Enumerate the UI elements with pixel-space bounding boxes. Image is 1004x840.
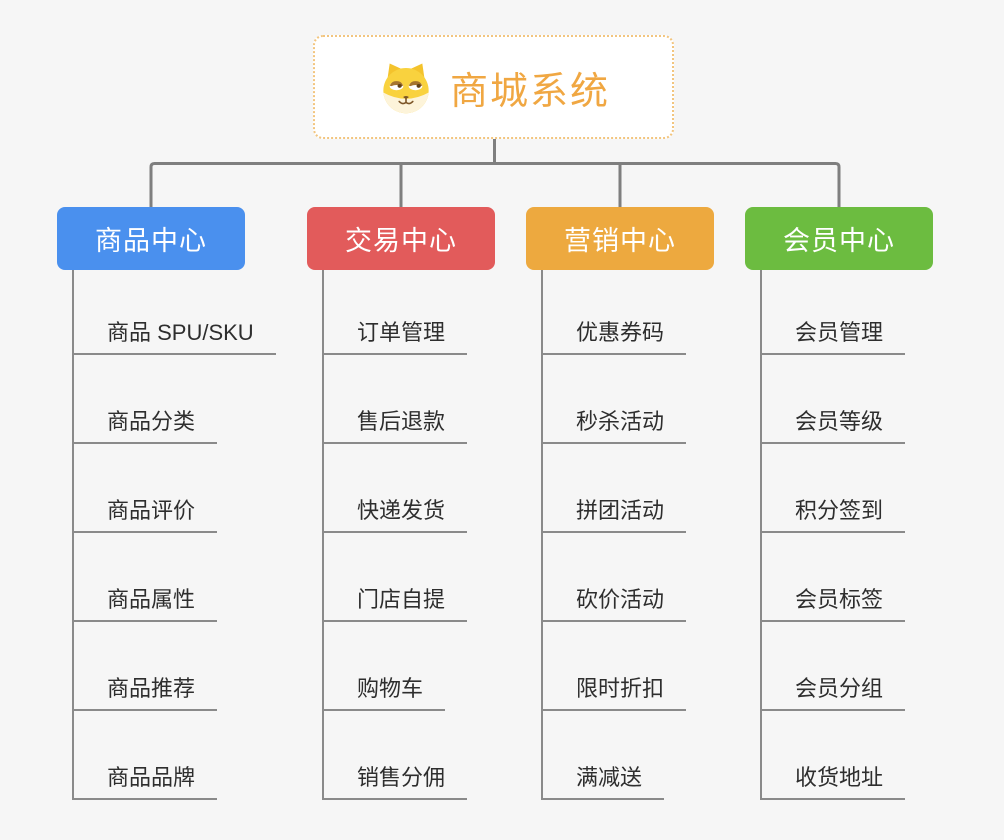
leaf-node: 销售分佣 — [322, 711, 557, 800]
leaf-label[interactable]: 购物车 — [322, 671, 446, 711]
leaf-label[interactable]: 会员分组 — [760, 671, 906, 711]
branch-header-members[interactable]: 会员中心 — [745, 207, 933, 270]
leaf-label[interactable]: 订单管理 — [322, 315, 468, 355]
leaf-node: 限时折扣 — [541, 622, 776, 711]
leaf-node: 商品品牌 — [72, 711, 307, 800]
branch-trade: 交易中心 订单管理 售后退款 快递发货 门店自提 购物车 销售分佣 — [307, 207, 557, 800]
leaf-node: 会员标签 — [760, 533, 995, 622]
leaf-node: 售后退款 — [322, 355, 557, 444]
leaf-label[interactable]: 会员管理 — [760, 315, 906, 355]
leaf-label[interactable]: 销售分佣 — [322, 760, 468, 800]
leaf-label[interactable]: 商品分类 — [72, 404, 218, 444]
branch-marketing: 营销中心 优惠券码 秒杀活动 拼团活动 砍价活动 限时折扣 满减送 — [526, 207, 776, 800]
leaf-node: 商品评价 — [72, 444, 307, 533]
leaf-node: 订单管理 — [322, 270, 557, 355]
leaf-label[interactable]: 秒杀活动 — [541, 404, 687, 444]
leaf-label[interactable]: 商品品牌 — [72, 760, 218, 800]
leaf-label[interactable]: 会员标签 — [760, 582, 906, 622]
leaf-label[interactable]: 拼团活动 — [541, 493, 687, 533]
leaf-label[interactable]: 满减送 — [541, 760, 665, 800]
leaf-node: 商品分类 — [72, 355, 307, 444]
leaf-node: 秒杀活动 — [541, 355, 776, 444]
root-node-title: 商城系统 — [449, 70, 610, 113]
branch-bus-line — [149, 162, 841, 208]
leaf-node: 快递发货 — [322, 444, 557, 533]
branch-header-marketing[interactable]: 营销中心 — [526, 207, 714, 270]
branch-members: 会员中心 会员管理 会员等级 积分签到 会员标签 会员分组 收货地址 — [745, 207, 995, 800]
leaf-node: 门店自提 — [322, 533, 557, 622]
leaf-label[interactable]: 快递发货 — [322, 493, 468, 533]
doge-icon — [383, 63, 429, 114]
leaf-node: 购物车 — [322, 622, 557, 711]
branch-header-trade[interactable]: 交易中心 — [307, 207, 495, 270]
leaf-node: 满减送 — [541, 711, 776, 800]
root-node-mall-system[interactable]: 商城系统 — [313, 35, 674, 139]
leaf-label[interactable]: 砍价活动 — [541, 582, 687, 622]
leaf-node: 砍价活动 — [541, 533, 776, 622]
leaf-node: 会员等级 — [760, 355, 995, 444]
leaf-label[interactable]: 优惠券码 — [541, 315, 687, 355]
leaf-label[interactable]: 售后退款 — [322, 404, 468, 444]
leaf-label[interactable]: 商品推荐 — [72, 671, 218, 711]
branch-marketing-leaves: 优惠券码 秒杀活动 拼团活动 砍价活动 限时折扣 满减送 — [541, 270, 776, 800]
leaf-label[interactable]: 商品属性 — [72, 582, 218, 622]
leaf-node: 商品推荐 — [72, 622, 307, 711]
branch-products: 商品中心 商品 SPU/SKU 商品分类 商品评价 商品属性 商品推荐 商品品牌 — [57, 207, 307, 800]
leaf-node: 会员管理 — [760, 270, 995, 355]
leaf-label[interactable]: 积分签到 — [760, 493, 906, 533]
branch-products-leaves: 商品 SPU/SKU 商品分类 商品评价 商品属性 商品推荐 商品品牌 — [72, 270, 307, 800]
branch-trade-leaves: 订单管理 售后退款 快递发货 门店自提 购物车 销售分佣 — [322, 270, 557, 800]
leaf-label[interactable]: 门店自提 — [322, 582, 468, 622]
leaf-label[interactable]: 商品 SPU/SKU — [72, 315, 276, 355]
leaf-label[interactable]: 收货地址 — [760, 760, 906, 800]
branch-header-products[interactable]: 商品中心 — [57, 207, 245, 270]
leaf-label[interactable]: 限时折扣 — [541, 671, 687, 711]
leaf-label[interactable]: 会员等级 — [760, 404, 906, 444]
branch-members-leaves: 会员管理 会员等级 积分签到 会员标签 会员分组 收货地址 — [760, 270, 995, 800]
leaf-node: 商品属性 — [72, 533, 307, 622]
leaf-node: 会员分组 — [760, 622, 995, 711]
leaf-node: 优惠券码 — [541, 270, 776, 355]
leaf-node: 商品 SPU/SKU — [72, 270, 307, 355]
leaf-node: 积分签到 — [760, 444, 995, 533]
leaf-node: 收货地址 — [760, 711, 995, 800]
leaf-node: 拼团活动 — [541, 444, 776, 533]
leaf-label[interactable]: 商品评价 — [72, 493, 218, 533]
